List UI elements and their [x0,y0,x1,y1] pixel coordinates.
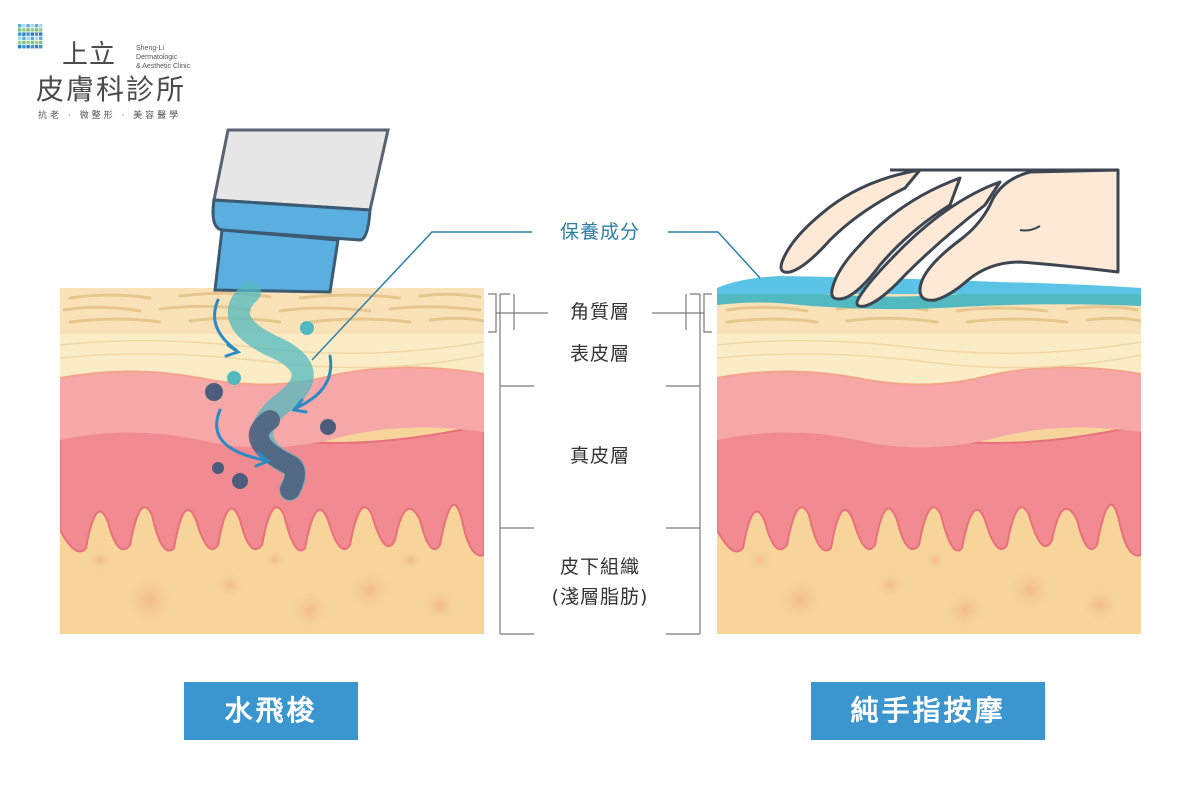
logo-mosaic-cell [34,36,39,40]
logo-mosaic-cell [18,45,22,49]
logo-mosaic-cell [30,40,34,45]
logo-name-line1: 上立 [62,40,117,70]
method-label-hydrafacial: 水飛梭 [184,682,358,740]
logo-mosaic-cell [34,40,39,45]
logo-mosaic-cell [22,24,26,28]
logo-mosaic-cell [39,24,43,28]
logo-mosaic-cell [30,45,34,49]
logo-en-line3: & Aesthetic Clinic [136,63,191,70]
logo-mosaic-cell [22,32,26,36]
logo-mosaic-cell [34,32,39,36]
clinic-logo: 上立 Sheng-Li Dermatologic & Aesthetic Cli… [18,22,218,121]
logo-mosaic-cell [39,45,43,49]
layer-brackets [488,293,712,635]
dermis-lower-right [717,422,1141,557]
logo-mosaic-cell [18,32,22,36]
logo-mosaic-cell [26,28,30,32]
ingredient-leader-lines [311,231,761,361]
dermis-lower [60,422,484,557]
logo-mosaic-cell [26,45,30,49]
serum-swirl [205,281,336,501]
ingredient-label: 保養成分 [540,220,660,244]
logo-mosaic-icon [18,24,43,49]
fat-spots [88,548,458,630]
logo-mosaic-cell [30,28,34,32]
logo-mosaic-cell [34,24,39,28]
epidermis-label: 表皮層 [548,342,652,366]
logo-tagline: 抗老 · 微整形 · 美容醫學 [38,111,182,121]
right-skin-block [717,288,1141,634]
logo-mosaic-cell [30,24,34,28]
fat-spots-right [748,548,1118,630]
epidermis-lines-right [717,339,1141,369]
logo-mosaic-cell [26,36,30,40]
logo-mosaic-cell [26,40,30,45]
logo-mosaic-cell [30,36,34,40]
flow-arrows [213,298,333,468]
logo-mosaic-cell [39,32,43,36]
logo-mosaic-cell [18,28,22,32]
hydrafacial-device [211,128,390,294]
dermis-upper-right [717,367,1141,448]
logo-mosaic-cell [22,40,26,45]
method-label-finger-massage: 純手指按摩 [811,682,1045,740]
logo-name-line2: 皮膚科診所 [36,73,187,106]
logo-mosaic-cell [22,28,26,32]
logo-en-line1: Sheng-Li [136,45,165,52]
logo-mosaic-cell [30,32,34,36]
logo-en-line2: Dermatologic [136,54,178,61]
logo-mosaic-cell [18,36,22,40]
logo-english-name: Sheng-Li Dermatologic & Aesthetic Clinic [136,44,190,71]
logo-mosaic-cell [26,24,30,28]
logo-mosaic-cell [22,45,26,49]
stratum-corneum-label: 角質層 [548,300,652,324]
logo-mosaic-cell [26,32,30,36]
dermis-label: 真皮層 [548,444,652,468]
subcutaneous-sublabel: (淺層脂肪) [530,585,670,609]
subcutaneous-label: 皮下組織 [534,555,666,579]
logo-mosaic-cell [39,40,43,45]
hand-illustration [779,168,1120,308]
logo-mosaic-cell [39,28,43,32]
logo-mosaic-cell [22,36,26,40]
logo-mosaic-cell [34,28,39,32]
logo-mosaic-cell [18,40,22,45]
logo-mosaic-cell [39,36,43,40]
left-skin-block [60,288,484,634]
logo-mosaic-cell [34,45,39,49]
logo-mosaic-cell [18,24,22,28]
